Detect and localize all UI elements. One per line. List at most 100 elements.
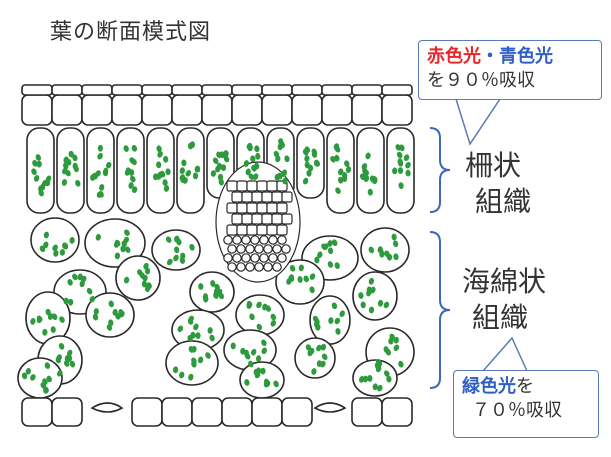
chloroplast	[303, 275, 309, 283]
chloroplast	[288, 275, 295, 282]
chloroplast	[251, 348, 257, 356]
chloroplast	[367, 188, 373, 196]
chloroplast	[43, 241, 49, 249]
chloroplast	[256, 301, 262, 309]
chloroplast	[362, 375, 369, 383]
lower-epidermis-cell	[131, 397, 163, 427]
upper-epidermis	[21, 84, 413, 126]
chloroplast	[63, 360, 70, 367]
chloroplast	[250, 155, 256, 163]
phloem-cell	[277, 253, 287, 263]
lower-epidermis-cell	[381, 397, 413, 427]
phloem-cell	[272, 262, 282, 272]
green-light-label: 緑色光	[462, 376, 516, 397]
phloem-cell	[250, 253, 260, 263]
chloroplast	[59, 316, 65, 323]
chloroplast	[358, 292, 364, 299]
chloroplast	[181, 159, 187, 167]
chloroplast	[393, 336, 399, 344]
chloroplast	[368, 246, 375, 254]
phloem-cell	[263, 262, 273, 272]
chloroplast	[334, 146, 341, 153]
chloroplast	[156, 145, 162, 153]
phloem-cell	[245, 262, 255, 272]
chloroplast	[195, 332, 201, 339]
red-light-label: 赤色光	[427, 46, 481, 67]
epidermis-cell	[141, 94, 173, 126]
phloem-cell	[232, 235, 242, 245]
chloroplast	[328, 317, 334, 324]
chloroplast	[179, 371, 185, 379]
chloroplast	[191, 360, 197, 368]
chloroplast	[311, 368, 317, 375]
chloroplast	[368, 306, 375, 314]
phloem-cell	[268, 235, 278, 245]
lower-epidermis-cell	[51, 397, 83, 427]
chloroplast	[345, 166, 352, 174]
chloroplast	[69, 237, 75, 244]
spongy-cell	[115, 255, 161, 301]
lower-epidermis-cell	[351, 397, 383, 427]
chloroplast	[174, 246, 180, 254]
chloroplast	[33, 175, 40, 182]
epidermis-cell	[291, 94, 323, 126]
palisade-cell	[26, 127, 55, 214]
chloroplast	[393, 344, 400, 352]
blue-light-label: 青色光	[499, 46, 553, 67]
chloroplast	[72, 162, 78, 170]
chloroplast	[384, 250, 390, 258]
chloroplast	[72, 154, 78, 162]
epidermis-cell	[381, 94, 413, 126]
chloroplast	[31, 168, 37, 175]
chloroplast	[278, 138, 284, 145]
chloroplast	[298, 264, 304, 272]
chloroplast	[203, 295, 209, 303]
chloroplast	[97, 152, 103, 160]
chloroplast	[142, 274, 148, 282]
chloroplast	[212, 157, 219, 165]
xylem-cell	[276, 202, 288, 214]
chloroplast	[398, 182, 404, 189]
chloroplast	[397, 167, 404, 174]
phloem-cell	[277, 235, 287, 245]
chloroplast	[77, 273, 83, 281]
xylem-cell	[241, 213, 253, 225]
chloroplast	[50, 326, 56, 333]
chloroplast	[393, 253, 399, 261]
chloroplast	[52, 244, 58, 252]
chloroplast	[219, 151, 225, 159]
phloem-cell	[236, 262, 246, 272]
cuticle-segment	[351, 84, 383, 96]
chloroplast	[137, 269, 143, 276]
chloroplast	[63, 297, 69, 305]
xylem-cell	[281, 191, 293, 203]
chloroplast	[177, 325, 184, 333]
chloroplast	[157, 151, 163, 158]
spongy-label-line2: 組織	[472, 301, 529, 335]
chloroplast	[342, 172, 348, 179]
chloroplast	[304, 146, 311, 153]
absorb-90-text: を９０％吸収	[427, 70, 535, 92]
palisade-cell	[146, 127, 175, 214]
cuticle-segment	[81, 84, 113, 96]
chloroplast	[270, 313, 277, 321]
chloroplast	[314, 256, 320, 264]
chloroplast	[335, 187, 341, 194]
spongy-label-line1: 海綿状	[462, 265, 547, 298]
chloroplast	[128, 182, 134, 189]
chloroplast	[375, 365, 382, 373]
chloroplast	[45, 308, 51, 316]
lower-epidermis-cell	[161, 397, 193, 427]
chloroplast	[309, 286, 315, 294]
chloroplast	[189, 243, 195, 251]
chloroplast	[66, 158, 72, 166]
diagram-title: 葉の断面模式図	[50, 20, 212, 45]
phloem-cell	[245, 244, 255, 254]
cuticle-segment	[201, 84, 233, 96]
chloroplast	[51, 313, 58, 320]
phloem-cell	[259, 253, 269, 263]
chloroplast	[209, 334, 215, 342]
chloroplast	[95, 233, 101, 241]
chloroplast	[125, 167, 131, 175]
chloroplast	[79, 280, 85, 288]
